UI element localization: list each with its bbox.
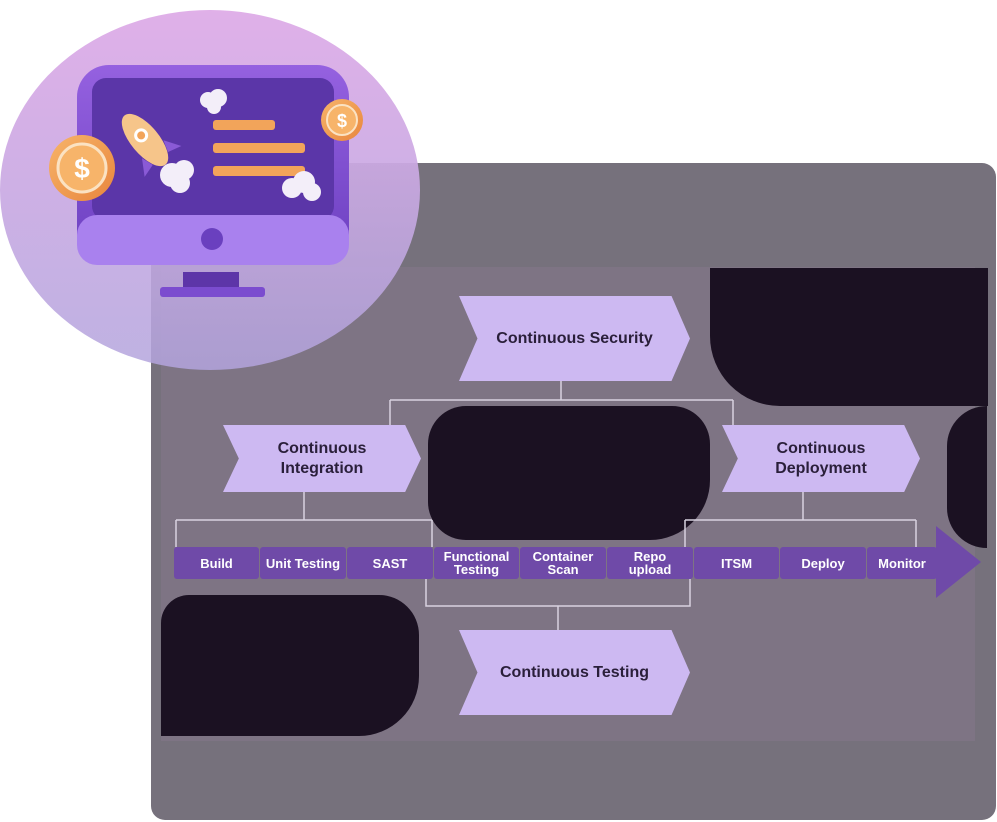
svg-text:$: $: [74, 153, 90, 184]
stage-unit-testing: Unit Testing: [260, 547, 346, 579]
stage-build: Build: [174, 547, 259, 579]
phase-label: Continuous Integration: [277, 439, 367, 477]
stage-monitor: Monitor: [867, 547, 937, 579]
cloud-icon: [160, 89, 321, 201]
stage-functional-testing: Functional Testing: [434, 547, 519, 579]
coin-icon: $: [49, 135, 115, 201]
redaction-block: [161, 595, 419, 736]
redaction-block: [428, 406, 710, 540]
phase-label: Continuous Testing: [499, 663, 649, 681]
phase-continuous-security: Continuous Security: [459, 296, 690, 381]
rocket-icon: [121, 113, 182, 177]
phase-continuous-deployment: Continuous Deployment: [722, 425, 920, 492]
redaction-block: [947, 406, 987, 548]
stage-sast: SAST: [347, 547, 433, 579]
stage-itsm: ITSM: [694, 547, 779, 579]
stage-container-scan: Container Scan: [520, 547, 606, 579]
phase-continuous-testing: Continuous Testing: [459, 630, 690, 715]
phase-label: Continuous Security: [496, 329, 653, 347]
coin-icon: $: [321, 99, 363, 141]
phase-label: Continuous Deployment: [775, 439, 867, 477]
devops-illustration: $ $: [0, 10, 420, 370]
stage-deploy: Deploy: [780, 547, 866, 579]
phase-continuous-integration: Continuous Integration: [223, 425, 421, 492]
redaction-block: [710, 268, 988, 406]
monitor-icon: [77, 65, 349, 297]
svg-text:$: $: [337, 111, 347, 131]
stage-repo-upload: Repo upload: [607, 547, 693, 579]
